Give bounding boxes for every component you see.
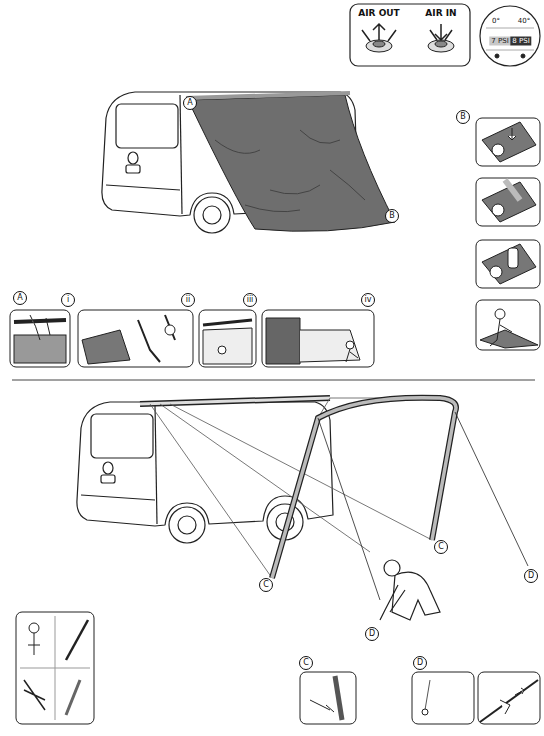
callout-letter: D <box>413 656 427 670</box>
pitched-awning <box>140 398 528 600</box>
callout-letter: ii <box>181 293 195 307</box>
callout-letter: C <box>259 578 273 592</box>
pressure-label: 8 PSI <box>510 37 531 46</box>
angle-label: 40° <box>518 18 530 25</box>
callout-letter: D <box>365 627 379 641</box>
callout-letter: iii <box>243 293 257 307</box>
callout-letter: A <box>13 291 27 305</box>
detail-panels-cd <box>300 672 540 724</box>
pegs-panel <box>16 612 94 724</box>
valve-label: AIR IN <box>424 9 457 18</box>
callout-letter: i <box>61 293 75 307</box>
callout-letter: B <box>456 110 470 124</box>
divider <box>12 380 535 381</box>
angle-label: 0° <box>492 18 500 25</box>
person <box>380 560 440 620</box>
callout-letter: D <box>524 569 538 583</box>
callout-letter: C <box>299 656 313 670</box>
callout-letter: iv <box>361 293 375 307</box>
pressure-label: 7 PSI <box>489 37 510 46</box>
detail-panels-a <box>10 310 374 367</box>
detail-panels-b <box>476 118 540 350</box>
callout-letter: C <box>434 540 448 554</box>
valve-icons <box>350 4 540 66</box>
valve-label: AIR OUT <box>357 9 400 18</box>
awning-sheet <box>186 93 395 231</box>
callout-letter: B <box>385 209 399 223</box>
callout-letter: A <box>183 96 197 110</box>
